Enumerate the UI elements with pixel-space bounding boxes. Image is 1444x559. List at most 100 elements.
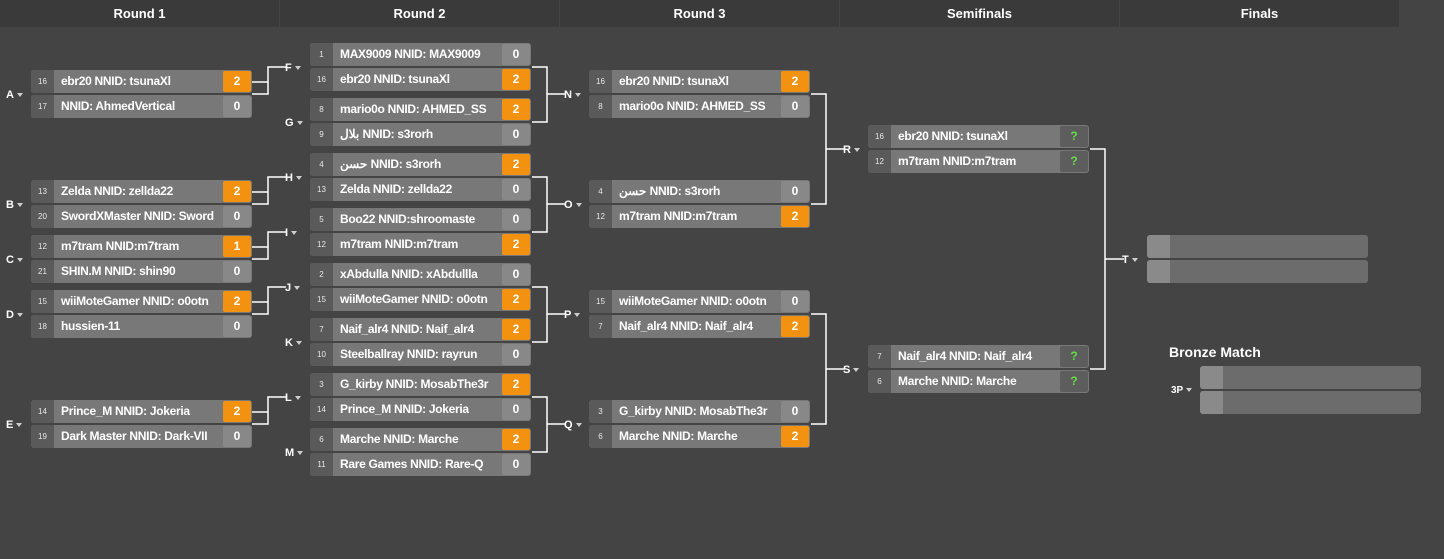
match-label-text: L [285,392,292,404]
match-label-S[interactable]: S [843,364,860,376]
match-label-O[interactable]: O [564,199,582,211]
match-label-J[interactable]: J [285,282,301,294]
bronze-match[interactable] [1200,366,1421,414]
match-label-A[interactable]: A [6,89,23,101]
caret-down-icon [16,93,23,98]
match-label-text: R [843,144,851,156]
match-label-text: E [6,419,14,431]
match-label-3P[interactable]: 3P [1171,385,1193,397]
match-label-I[interactable]: I [285,227,298,239]
match-label-D[interactable]: D [6,309,23,321]
empty-slot[interactable] [1200,391,1421,414]
match-label-Q[interactable]: Q [564,419,582,431]
empty-slot[interactable] [1200,366,1421,389]
score-badge: 2 [223,181,251,202]
match-label-C[interactable]: C [6,254,23,266]
match-label-K[interactable]: K [285,337,302,349]
empty-slot[interactable] [1147,235,1368,258]
match-label-H[interactable]: H [285,172,302,184]
participant-name: Prince_M NNID: Jokeria [340,402,469,416]
score-badge: ? [1060,371,1088,392]
match-label-N[interactable]: N [564,89,581,101]
match-label-E[interactable]: E [6,419,23,431]
match-label-B[interactable]: B [6,199,23,211]
seed-number: 4 [589,180,612,203]
match-label-T[interactable]: T [1122,254,1138,266]
match-label-G[interactable]: G [285,117,303,129]
score-badge: 2 [223,401,251,422]
connector-B [252,176,286,205]
match-T[interactable] [1147,235,1368,283]
match-label-M[interactable]: M [285,447,304,459]
connector-E [252,396,286,425]
match-label-P[interactable]: P [564,309,581,321]
match-label-F[interactable]: F [285,62,301,74]
score-badge: 1 [223,236,251,257]
match-label-L[interactable]: L [285,392,301,404]
score-badge: 2 [502,319,530,340]
participant-name: m7tram NNID:m7tram [898,154,1016,168]
match-label-R[interactable]: R [843,144,860,156]
seed-number: 3 [310,373,333,396]
empty-slot[interactable] [1147,260,1368,283]
score-badge: 0 [502,179,530,200]
